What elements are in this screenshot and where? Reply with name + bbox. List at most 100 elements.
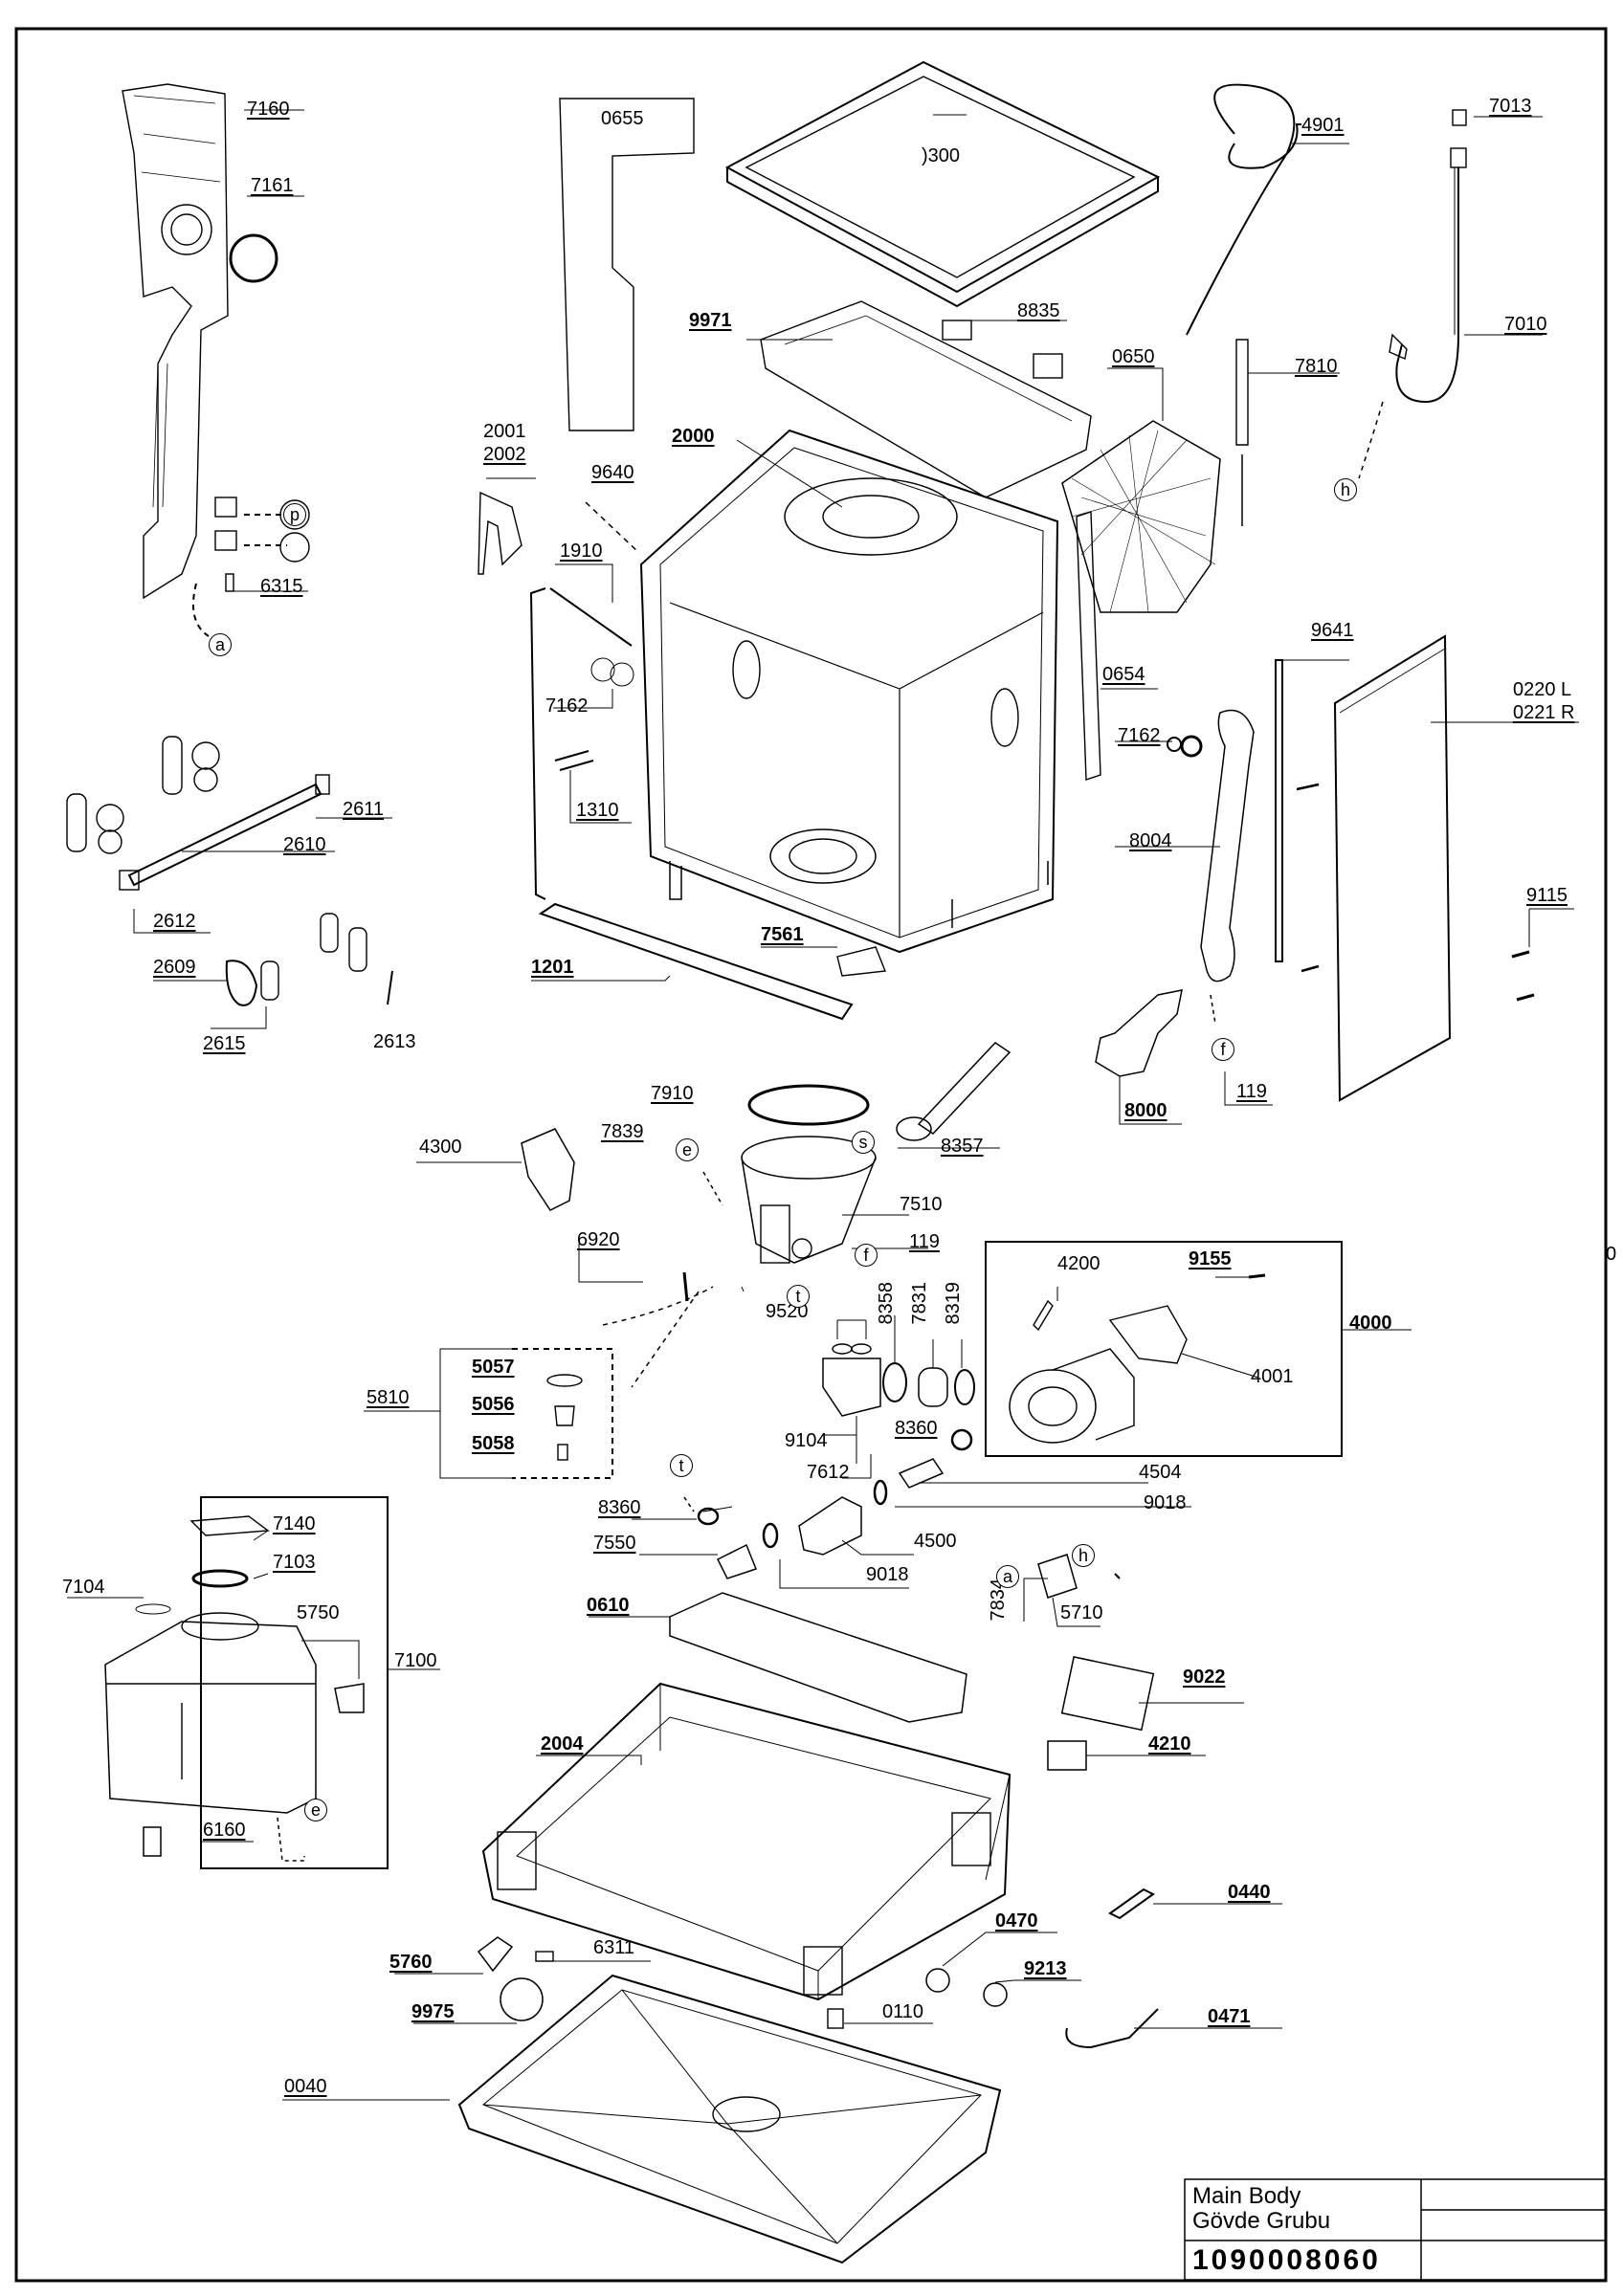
- top-bracket-9971: [760, 300, 1092, 498]
- label-9018-right: 9018: [1144, 1492, 1187, 1513]
- label-5056: 5056: [472, 1394, 515, 1415]
- label-stray-0: 0: [1606, 1244, 1617, 1265]
- label-119-lower: 119: [909, 1231, 940, 1252]
- label-8358: 8358: [876, 1282, 897, 1325]
- label-7161: 7161: [251, 175, 294, 196]
- label-7831: 7831: [909, 1282, 930, 1325]
- top-panel-0300: [724, 60, 1161, 308]
- title-block-name: Main Body: [1192, 2183, 1301, 2209]
- label-6311: 6311: [593, 1937, 635, 1958]
- label-7103: 7103: [273, 1552, 316, 1573]
- label-2004: 2004: [541, 1733, 584, 1755]
- label-5710: 5710: [1060, 1602, 1103, 1623]
- rail-set-2610: [66, 736, 330, 891]
- label-9018-lower: 9018: [866, 1564, 909, 1585]
- marker-p: p: [283, 503, 306, 526]
- label-6315: 6315: [260, 576, 303, 597]
- label-2001: 2001: [483, 421, 526, 442]
- door-arm-8004: [1167, 709, 1255, 982]
- label-2000: 2000: [672, 426, 715, 447]
- inlet-hose-7010: [1389, 109, 1467, 404]
- label-119-upper: 119: [1236, 1081, 1267, 1102]
- label-4200: 4200: [1057, 1253, 1101, 1274]
- page-border: [14, 27, 1608, 2283]
- title-block-frame: [1184, 2178, 1607, 2281]
- label-7160: 7160: [247, 99, 290, 120]
- mesh-panel-0650: [1061, 420, 1221, 613]
- dispenser-4300: [521, 1128, 575, 1211]
- label-0471: 0471: [1208, 2006, 1251, 2027]
- label-7510: 7510: [900, 1194, 943, 1215]
- marker-e-lower: e: [304, 1799, 327, 1821]
- control-board-9022: [1060, 1656, 1155, 1732]
- label-4901: 4901: [1301, 115, 1345, 136]
- label-4000: 4000: [1349, 1313, 1392, 1334]
- power-cable-4901: [1186, 83, 1301, 336]
- label-4210: 4210: [1148, 1733, 1191, 1755]
- label-9022: 9022: [1183, 1667, 1226, 1688]
- marker-h-lower: h: [1072, 1544, 1095, 1567]
- label-5810: 5810: [367, 1387, 410, 1408]
- side-panel-0220: [1333, 634, 1452, 1102]
- hose-8357: [917, 1042, 1012, 1135]
- label-7104: 7104: [62, 1577, 105, 1598]
- label-2612: 2612: [153, 911, 196, 932]
- label-4300: 4300: [419, 1137, 462, 1158]
- label-0470: 0470: [995, 1910, 1038, 1932]
- marker-e-upper: e: [676, 1138, 699, 1161]
- base-frame-2004: [481, 1682, 1012, 2001]
- door-seal-1910: [529, 587, 633, 900]
- softener-7100: [104, 1612, 317, 1814]
- label-2002: 2002: [483, 444, 526, 465]
- label-0221: 0221 R: [1513, 702, 1575, 723]
- base-tray-0040: [457, 1974, 1002, 2264]
- softener-box-7100: [200, 1496, 389, 1869]
- label-7013: 7013: [1489, 96, 1532, 117]
- label-9213: 9213: [1024, 1958, 1067, 1979]
- label-0650: 0650: [1112, 346, 1155, 367]
- title-block: Main Body Gövde Grubu 1090008060: [1185, 2179, 1606, 2280]
- marker-f-upper: f: [1212, 1038, 1234, 1061]
- pump-4001: [1009, 1305, 1188, 1444]
- label-9155: 9155: [1189, 1248, 1232, 1269]
- label-5760: 5760: [389, 1952, 433, 1973]
- label-9640: 9640: [591, 462, 634, 483]
- label-0655: 0655: [601, 108, 644, 129]
- label-7140: 7140: [273, 1513, 316, 1534]
- label-1310: 1310: [576, 800, 619, 821]
- label-9975: 9975: [411, 2001, 455, 2022]
- label-0440: 0440: [1228, 1882, 1271, 1903]
- marker-a-lower: a: [996, 1565, 1019, 1588]
- label-0110: 0110: [882, 2001, 924, 2022]
- label-2610: 2610: [283, 834, 326, 855]
- panel-0610: [669, 1592, 967, 1723]
- marker-a-upper: a: [209, 633, 232, 656]
- marker-s: s: [852, 1131, 875, 1154]
- label-7010: 7010: [1504, 314, 1547, 335]
- main-tub-2000: [639, 429, 1059, 954]
- label-0654: 0654: [1102, 664, 1145, 685]
- label-7550: 7550: [593, 1533, 636, 1554]
- label-4500: 4500: [914, 1531, 957, 1552]
- label-1910: 1910: [560, 541, 603, 562]
- pump-group-box-4000: [985, 1241, 1343, 1457]
- label-0040: 0040: [284, 2076, 327, 2097]
- label-7561: 7561: [761, 924, 804, 945]
- label-2611: 2611: [343, 799, 385, 820]
- label-0300: )300: [922, 145, 961, 166]
- label-7162-left: 7162: [545, 695, 589, 717]
- label-7612: 7612: [807, 1462, 850, 1483]
- label-8004: 8004: [1129, 830, 1172, 851]
- marker-t-lower: t: [670, 1454, 693, 1477]
- hinge-8000: [1095, 989, 1183, 1077]
- label-7839: 7839: [601, 1121, 644, 1142]
- label-2615: 2615: [203, 1033, 246, 1054]
- insulation-sheet-0655: [559, 98, 695, 431]
- label-2609: 2609: [153, 957, 196, 978]
- label-8000: 8000: [1124, 1100, 1167, 1121]
- marker-f-lower: f: [855, 1244, 878, 1267]
- sump-7510: [741, 1136, 877, 1264]
- strip-0654: [1076, 511, 1101, 781]
- title-block-name-tr: Gövde Grubu: [1192, 2208, 1331, 2234]
